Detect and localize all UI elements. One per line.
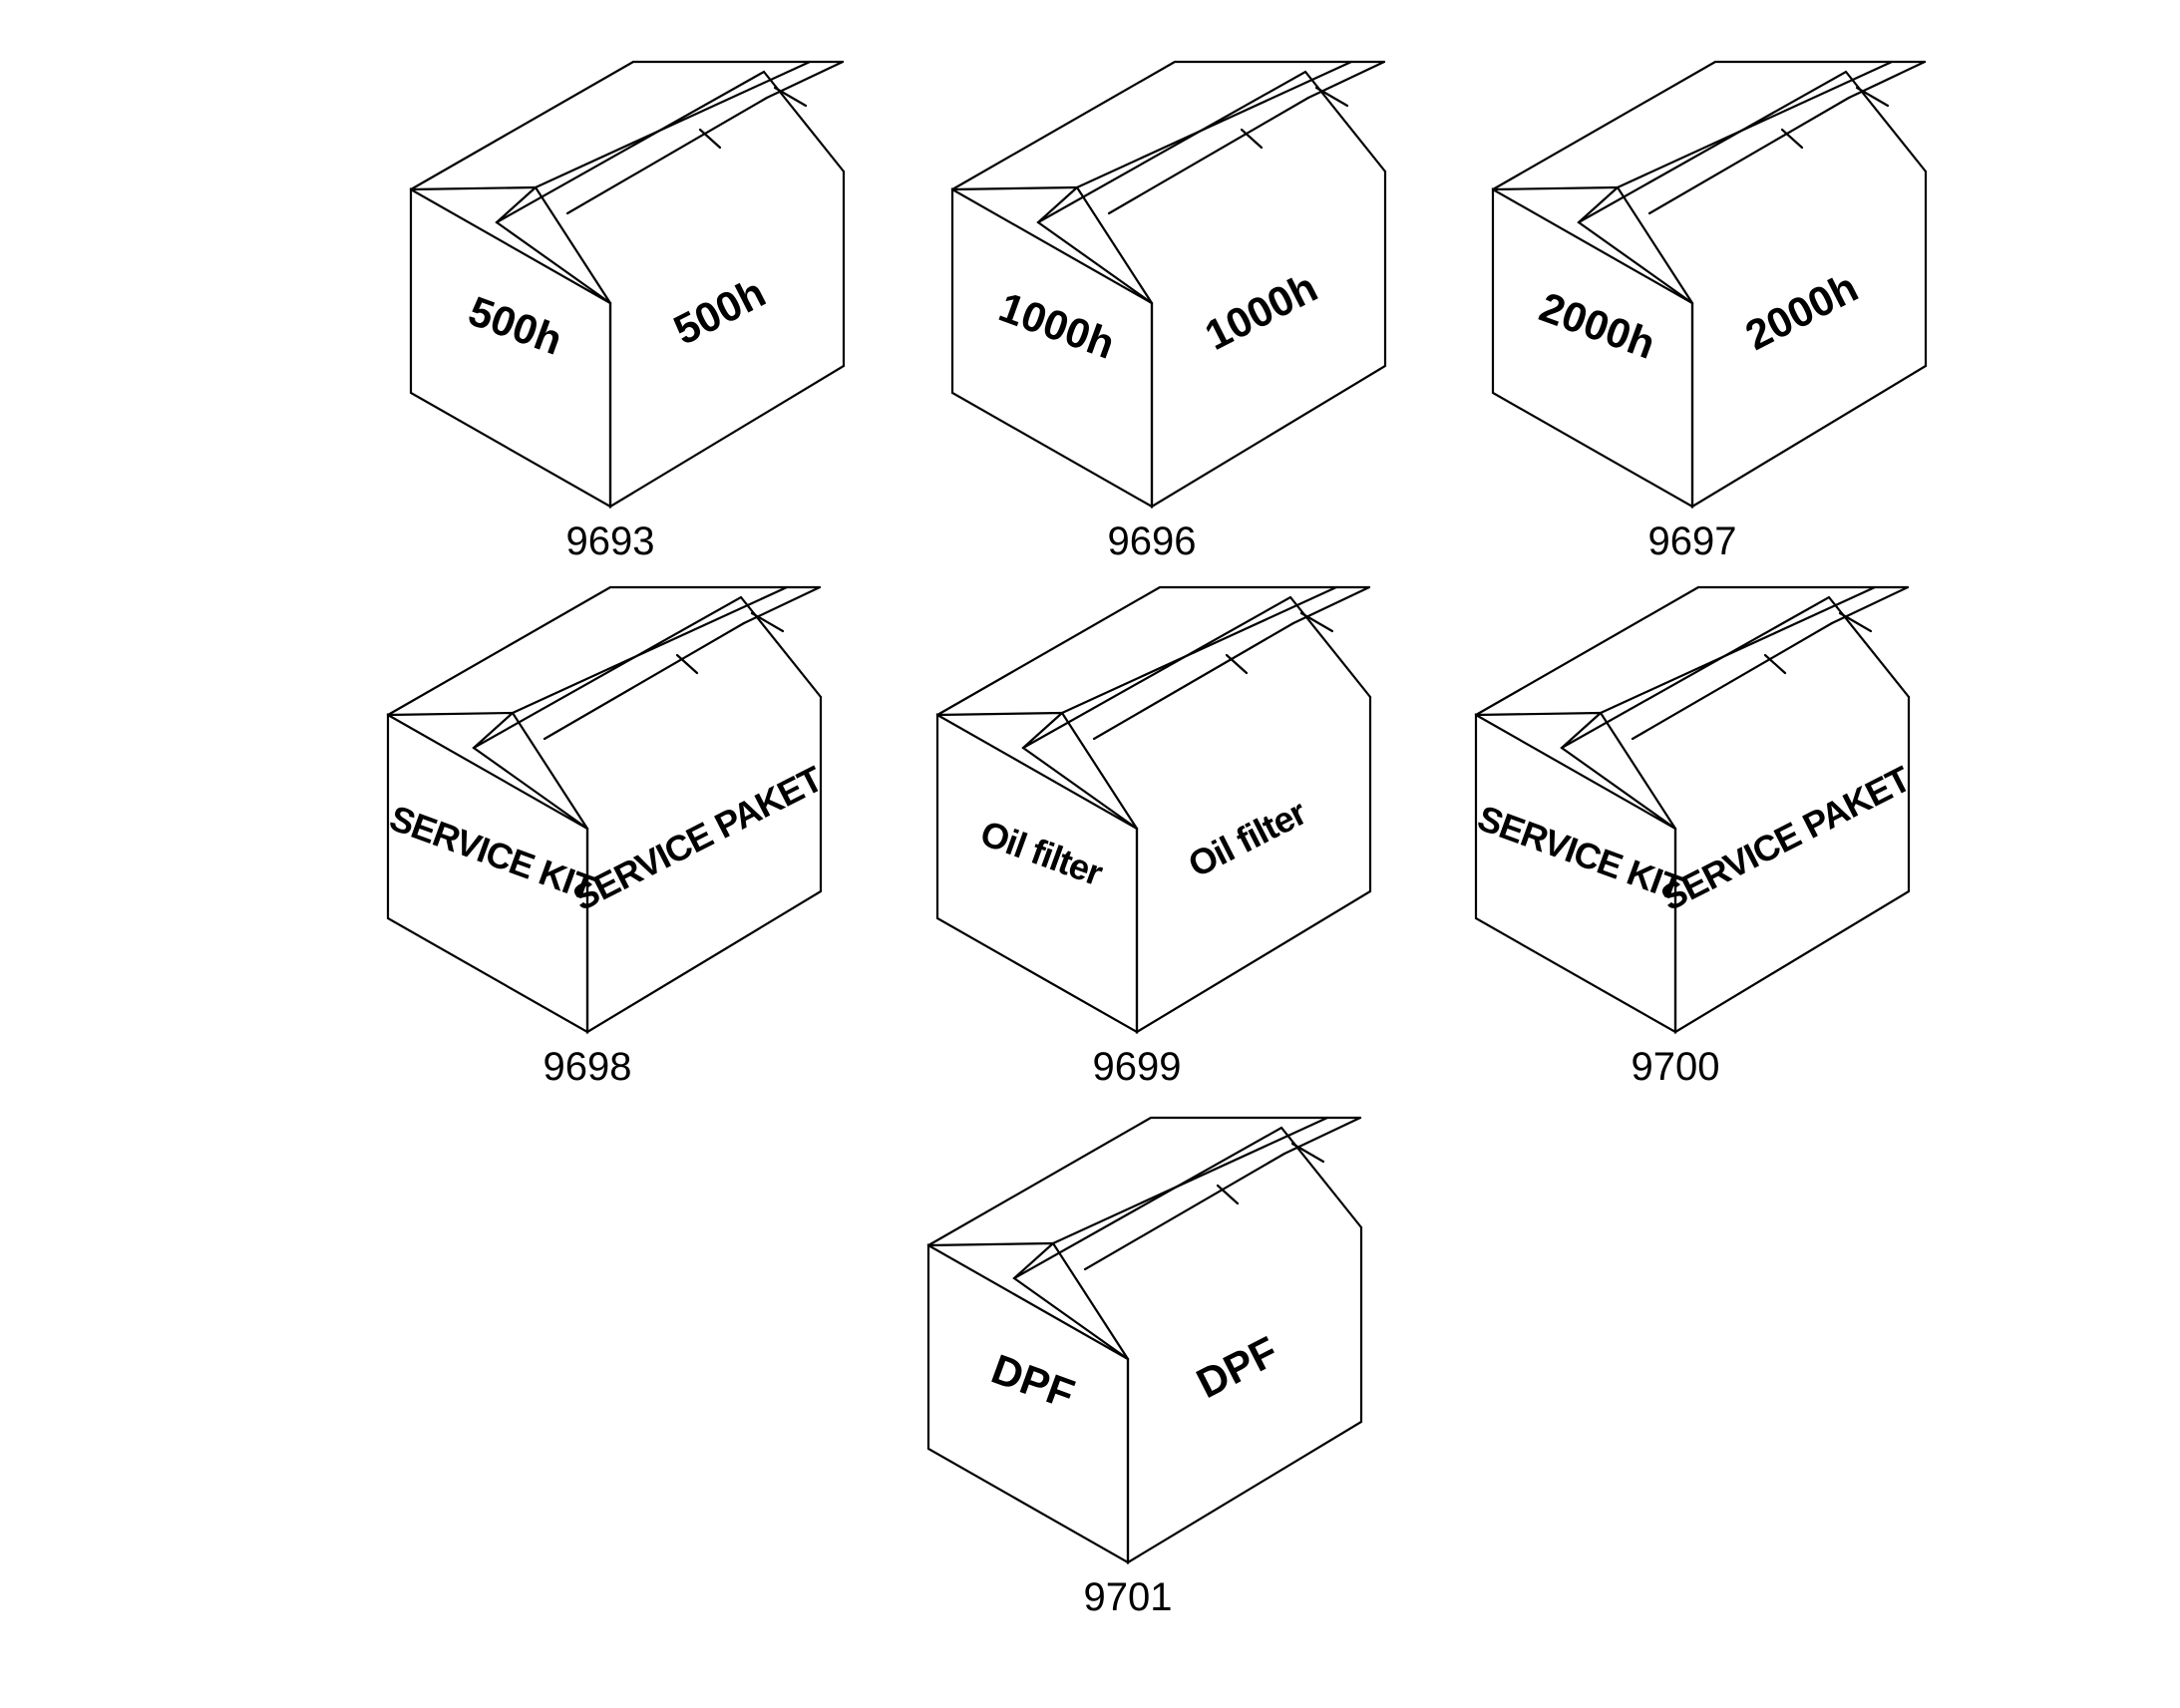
box-outline-segment [1107,96,1310,215]
part-number-label: 9697 [1648,519,1737,563]
box-outline-segment [1051,1116,1329,1245]
box-9696: 1000h 1000h 9696 [950,60,1387,563]
box-outline-segment [534,60,812,189]
box-left-face-label: 500h [463,287,568,364]
box-outline-segment [1577,185,1694,305]
box-outline-segment [495,185,612,305]
box-outline-segment [1491,60,1927,191]
box-outline-segment [1083,1152,1286,1271]
box-outline-segment [1474,585,1910,717]
box-outline-segment [565,96,769,215]
box-outline-segment [1560,595,1911,750]
box-outline-segment [1240,128,1264,150]
box-outline-segment [386,585,822,717]
box-outline-segment [1291,585,1371,625]
part-number-label: 9699 [1093,1045,1182,1089]
box-outline-segment [1830,585,1910,625]
box-outline-segment [1021,711,1139,831]
box-outline-segment [742,585,822,625]
box-outline-segment [1021,595,1372,750]
box-right-face-label: SERVICE PAKET [1654,758,1917,918]
box-left-face-label: 2000h [1534,283,1661,368]
box-outline-segment [608,170,846,509]
part-number-label: 9693 [566,519,655,563]
box-right-face-label: 1000h [1198,263,1324,359]
box-outline-segment [1631,621,1834,741]
part-number-label: 9700 [1632,1045,1720,1089]
box-outline-segment [1560,711,1677,831]
box-outline-segment [1616,60,1894,189]
box-outline-segment [1282,1116,1362,1156]
box-outline-segment [1036,70,1387,224]
box-outline-segment [543,621,746,741]
box-outline-segment [1036,185,1154,305]
part-number-label: 9696 [1108,519,1197,563]
box-outline-segment [1225,653,1249,675]
box-outline-segment [1847,60,1927,100]
box-right-face-label: SERVICE PAKET [566,758,829,918]
box-left-face-label: 1000h [993,283,1121,368]
box-9699: Oil filter Oil filter 9699 [935,585,1372,1089]
box-outline-segment [1673,695,1911,1034]
box-right-face-label: DPF [1189,1327,1284,1407]
box-outline-segment [1780,128,1804,150]
box-outline-segment [1126,1225,1363,1564]
box-9693: 500h 500h 9693 [409,60,846,563]
box-outline-segment [1012,1241,1130,1361]
box-left-face-label: DPF [985,1345,1080,1418]
box-9697: 2000h 2000h 9697 [1491,60,1928,563]
box-outline-segment [1216,1184,1240,1205]
box-outline-segment [1763,653,1787,675]
box-outline-segment [1577,70,1928,224]
box-outline-segment [1690,170,1928,509]
box-outline-segment [511,585,789,715]
box-outline-segment [675,653,699,675]
box-right-face-label: Oil filter [1182,792,1313,885]
box-outline-segment [1647,96,1851,215]
box-outline-segment [1135,695,1372,1034]
box-outline-segment [1306,60,1386,100]
box-left-face-label: Oil filter [975,812,1108,893]
box-outline-segment [472,595,823,750]
box-outline-segment [1150,170,1387,509]
box-9701: DPF DPF 9701 [926,1116,1363,1619]
box-outline-segment [495,70,846,224]
box-outline-segment [698,128,722,150]
part-number-label: 9698 [544,1045,632,1089]
part-number-label: 9701 [1084,1575,1173,1619]
box-outline-segment [1060,585,1338,715]
box-outline-segment [1092,621,1295,741]
box-outline-segment [765,60,845,100]
box-outline-segment [585,695,823,1034]
box-outline-segment [950,60,1386,191]
box-right-face-label: 500h [666,268,773,353]
box-right-face-label: 2000h [1738,263,1865,359]
box-outline-segment [935,713,1139,1034]
box-outline-segment [1012,1126,1363,1280]
box-outline-segment [409,60,845,191]
box-outline-segment [1599,585,1877,715]
box-outline-segment [935,585,1371,717]
box-outline-segment [1075,60,1353,189]
box-outline-segment [472,711,589,831]
box-outline-segment [926,1116,1362,1247]
